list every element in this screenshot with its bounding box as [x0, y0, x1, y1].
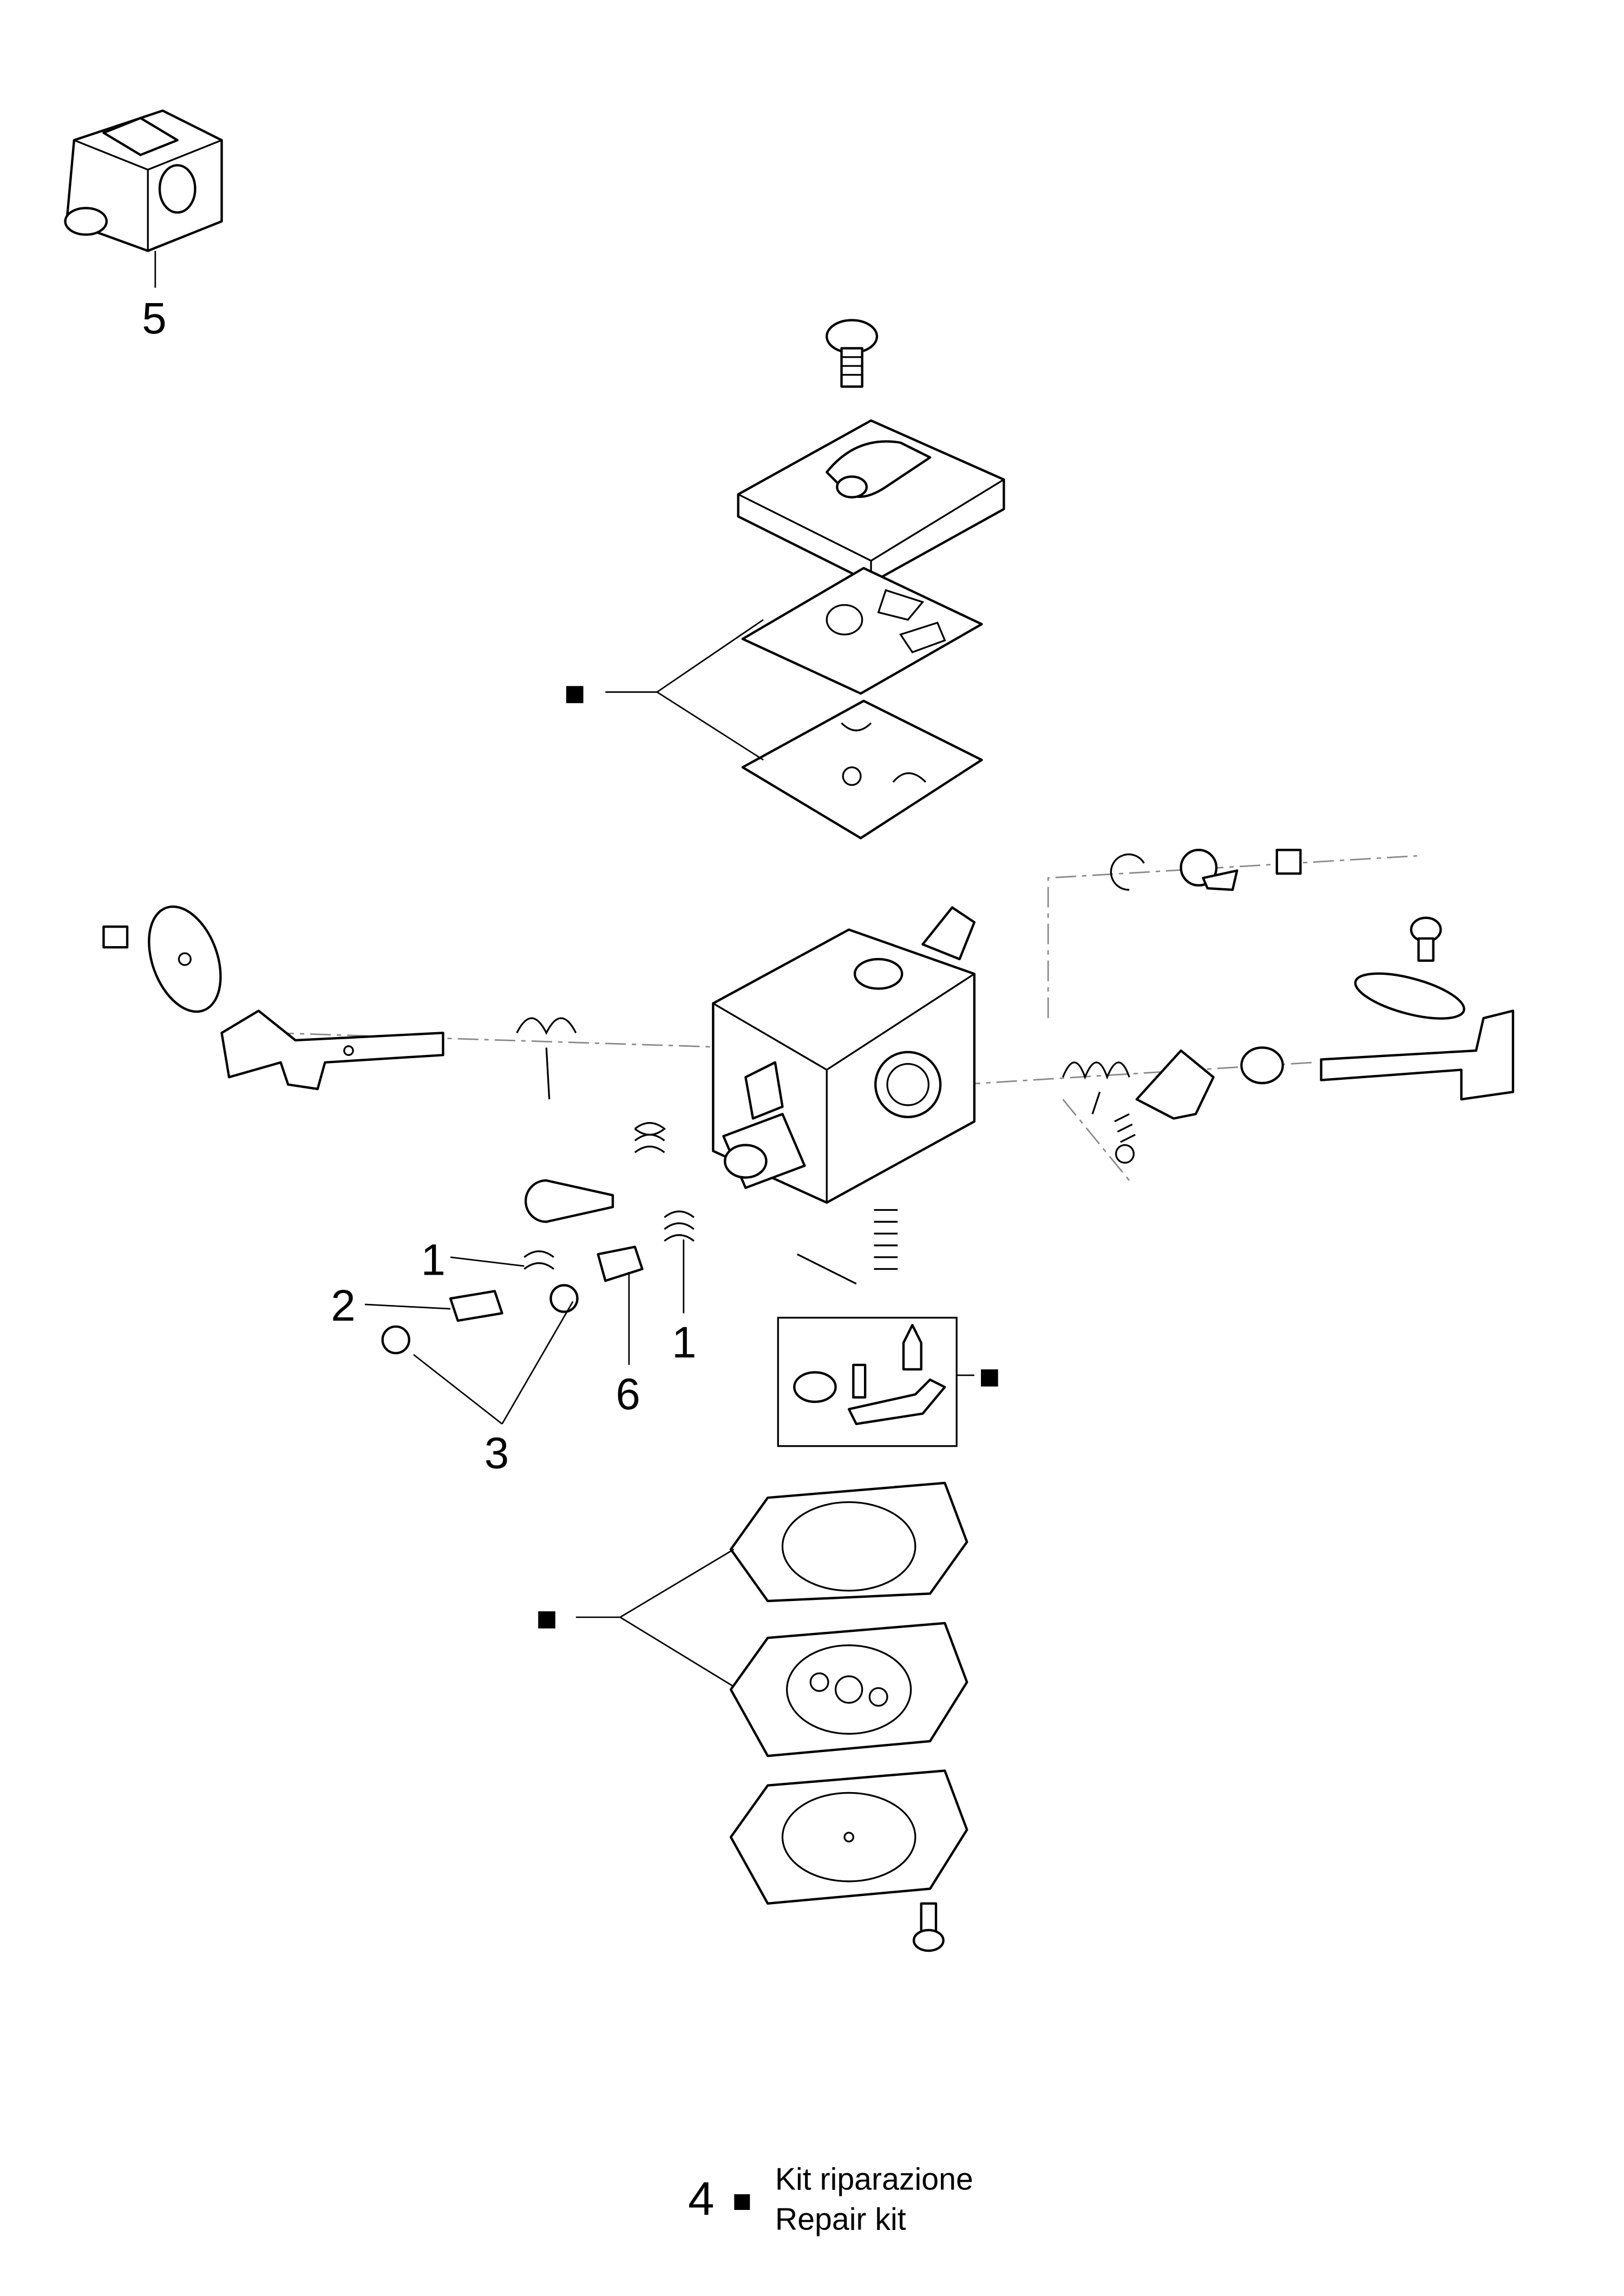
legend-label-it: Kit riparazione — [775, 2162, 973, 2197]
callout-screw-right: 6 — [615, 1370, 640, 1419]
legend-marker: ■ — [732, 2183, 752, 2219]
throttle-shaft-assembly — [1062, 1009, 1515, 1164]
callout-screw-left: 2 — [331, 1281, 355, 1330]
legend-label-en: Repair kit — [775, 2202, 906, 2236]
pump-gasket — [741, 567, 983, 695]
needle-kit-box — [777, 1316, 974, 1447]
kit-marker-needle: ■ — [979, 1356, 1000, 1396]
callout-caps: 3 — [484, 1429, 509, 1478]
callout-assembly: 5 — [142, 294, 166, 343]
legend: 4 ■ Kit riparazione Repair kit — [688, 2162, 973, 2237]
adjusting-screws — [381, 1122, 898, 1355]
legend-number: 4 — [688, 2173, 715, 2225]
carburettor-assembly-thumbnail — [64, 109, 223, 288]
cover-screw — [826, 319, 879, 388]
upper-linkage-parts — [1110, 849, 1465, 1020]
pump-cover — [737, 419, 1005, 585]
metering-cover — [729, 1769, 968, 1905]
kit-marker-bottom: ■ — [536, 1598, 558, 1638]
kit-marker-top: ■ — [564, 673, 586, 713]
pump-diaphragm — [741, 699, 983, 839]
metering-gasket — [729, 1481, 968, 1603]
metering-cover-screw — [912, 1902, 945, 1952]
callout-spring-left: 1 — [421, 1235, 446, 1284]
carburettor-body — [712, 906, 976, 1204]
metering-diaphragm — [729, 1622, 968, 1757]
choke-shaft-assembly — [102, 905, 577, 1100]
callout-spring-right: 1 — [672, 1318, 696, 1367]
